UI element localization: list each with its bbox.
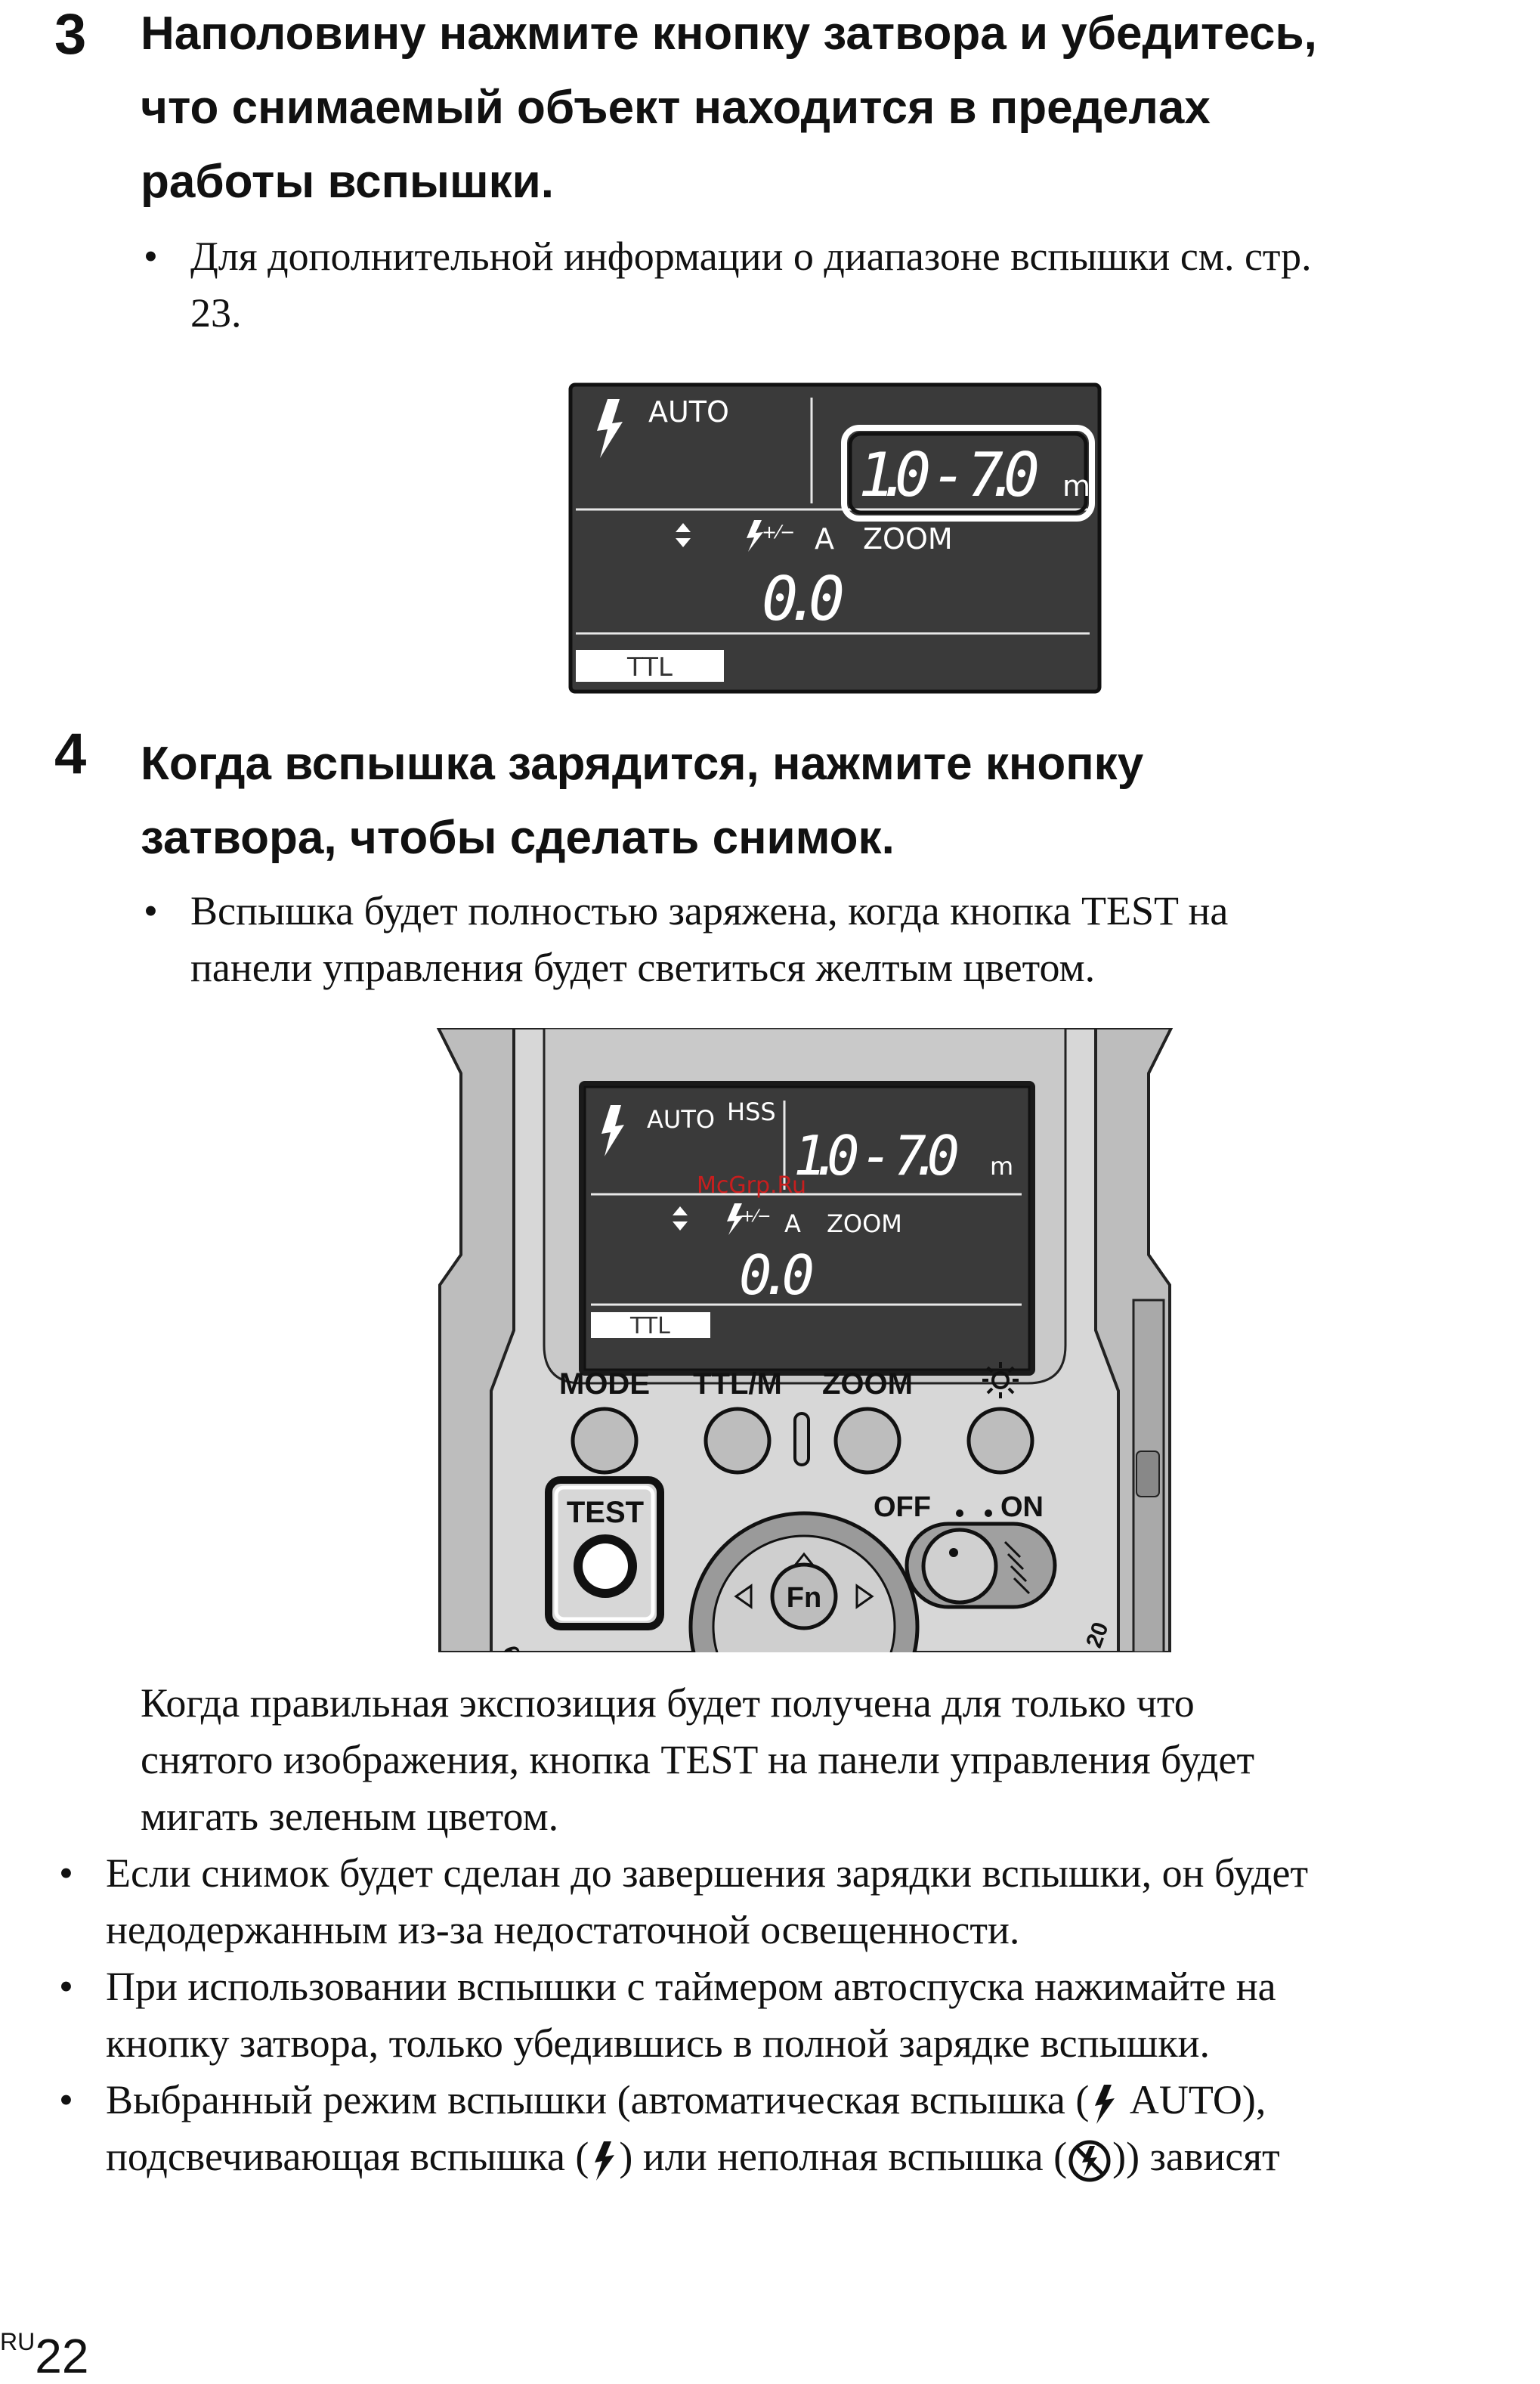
mode-button[interactable] (571, 1407, 639, 1475)
step-3-title: Наполовину нажмите кнопку затвора и убед… (141, 0, 1531, 219)
lcd-zoom-label: ZOOM (863, 522, 953, 556)
range-highlight-box (841, 425, 1095, 522)
bullet-dot: • (59, 1964, 73, 2009)
page-number-value: 22 (35, 2329, 89, 2383)
flash-control-panel-illustration: AUTO HSS 1.0 - 7.0 m McGrp.Ru +⁄− A ZOOM… (436, 1028, 1174, 1652)
panel-lcd-hss: HSS (727, 1098, 776, 1126)
flash-off-icon (1068, 2140, 1111, 2182)
bullet-line: При использовании вспышки с таймером авт… (106, 1964, 1276, 2009)
lcd-display-range: AUTO 1.0 - 7.0 m +⁄− A ZOOM 0.0 TTL (568, 382, 1102, 694)
test-label: TEST (567, 1496, 644, 1529)
test-highlight-box (545, 1476, 664, 1630)
panel-flash-compensation-icon: +⁄− (727, 1203, 772, 1235)
lcd-ttl-label: TTL (626, 652, 673, 683)
step-4-number: 4 (54, 722, 87, 786)
note-bullet-2: • При использовании вспышки с таймером а… (59, 1958, 1534, 2072)
panel-flash-icon (601, 1105, 624, 1156)
light-icon (982, 1362, 1019, 1398)
bullet-line: подсвечивающая вспышка () или неполная в… (106, 2129, 1534, 2185)
step-4-title-line: Когда вспышка зарядится, нажмите кнопку (141, 738, 1144, 790)
step-4-title: Когда вспышка зарядится, нажмите кнопку … (141, 727, 1531, 875)
zoom-button[interactable] (833, 1407, 901, 1475)
step-3-bullet-line: Для дополнительной информации о диапазон… (190, 234, 1312, 279)
paragraph-line: мигать зеленым цветом. (141, 1794, 559, 1839)
fill-flash-icon (595, 2141, 615, 2181)
bullet-line: кнопку затвора, только убедившись в полн… (106, 2020, 1211, 2066)
result-paragraph: Когда правильная экспозиция будет получе… (141, 1675, 1523, 1845)
up-down-icon (676, 523, 691, 547)
bullet-dot: • (59, 1850, 73, 1896)
flash-compensation-icon: +⁄− (747, 520, 795, 552)
panel-lcd-ttl: TTL (629, 1313, 670, 1339)
dial-right-arrow[interactable] (855, 1584, 874, 1609)
bullet-dot: • (59, 2077, 73, 2122)
page-number: RU22 (0, 2328, 88, 2384)
panel-lcd-range: 1.0 - 7.0 (793, 1124, 960, 1187)
watermark: McGrp.Ru (697, 1172, 806, 1199)
off-label: OFF (874, 1491, 931, 1523)
lcd-range: 1.0 - 7.0 (858, 440, 1040, 510)
on-label: ON (1000, 1491, 1044, 1523)
step-4-bullet-line: панели управления будет светиться желтым… (190, 945, 1096, 990)
lcd-a-label: A (815, 522, 834, 556)
step-3-title-line: работы вспышки. (141, 156, 555, 208)
step-4-bullet-line: Вспышка будет полностью заряжена, когда … (190, 888, 1229, 933)
bullet-dot: • (144, 888, 158, 933)
page-lang-prefix: RU (0, 2328, 36, 2355)
mode-label: MODE (559, 1367, 650, 1401)
lcd-unit: m (1062, 469, 1090, 503)
panel-lcd-comp-value: 0.0 (739, 1243, 815, 1307)
panel-lcd-mode: AUTO (647, 1105, 715, 1134)
step-3-title-line: что снимаемый объект находится в предела… (141, 82, 1211, 134)
zoom-label: ZOOM (822, 1367, 913, 1401)
bullet-line: Если снимок будет сделан до завершения з… (106, 1850, 1309, 1896)
flash-icon (597, 399, 623, 458)
paragraph-line: Когда правильная экспозиция будет получе… (141, 1680, 1195, 1726)
paragraph-line: снятого изображения, кнопка TEST на пане… (141, 1737, 1255, 1782)
step-3-number: 3 (54, 2, 87, 67)
power-switch[interactable] (905, 1522, 1057, 1609)
svg-text:+⁄−: +⁄− (762, 522, 795, 543)
note-bullet-1: • Если снимок будет сделан до завершения… (59, 1845, 1534, 1958)
bullet-line: Выбранный режим вспышки (автоматическая … (106, 2072, 1534, 2129)
note-bullet-3: • Выбранный режим вспышки (автоматическа… (59, 2072, 1534, 2185)
indicator-lamp (793, 1412, 810, 1466)
ttlm-button[interactable] (704, 1407, 772, 1475)
step-3-title-line: Наполовину нажмите кнопку затвора и убед… (141, 8, 1317, 60)
fn-button[interactable] (770, 1562, 838, 1630)
step-3-bullet-line: 23. (190, 290, 242, 336)
dial-left-arrow[interactable] (734, 1584, 753, 1609)
panel-up-down-icon (673, 1206, 688, 1231)
panel-lcd-unit: m (990, 1152, 1013, 1181)
panel-lcd-zoom-label: ZOOM (827, 1209, 902, 1238)
ttlm-label: TTL/M (693, 1367, 782, 1401)
step-4-title-line: затвора, чтобы сделать снимок. (141, 812, 895, 864)
svg-text:+⁄−: +⁄− (741, 1207, 772, 1226)
step-4-bullet: • Вспышка будет полностью заряжена, когд… (144, 883, 1520, 996)
lcd-comp-value: 0.0 (762, 564, 845, 634)
step-3-bullet: • Для дополнительной информации о диапаз… (144, 228, 1520, 342)
bullet-dot: • (144, 234, 158, 279)
light-button[interactable] (966, 1407, 1034, 1475)
auto-flash-icon (1095, 2084, 1115, 2124)
bullet-line: недодержанным из-за недостаточной освеще… (106, 1907, 1020, 1952)
lcd-mode: AUTO (648, 395, 729, 429)
fn-label: Fn (787, 1582, 821, 1614)
panel-lcd-a-label: A (784, 1209, 801, 1238)
